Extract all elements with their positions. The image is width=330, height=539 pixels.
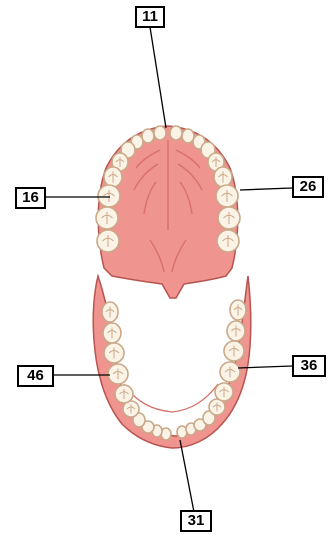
lower-right-tooth: [104, 343, 124, 363]
upper-left-tooth: [182, 129, 194, 143]
leader-line-26: [240, 188, 292, 190]
upper-right-tooth: [154, 126, 166, 140]
leader-line-11: [150, 27, 166, 128]
upper-right-tooth: [96, 207, 118, 229]
upper-right-tooth: [104, 167, 122, 187]
upper-right-tooth: [97, 230, 119, 252]
tooth-label-31: 31: [180, 510, 212, 532]
upper-left-tooth: [216, 185, 238, 207]
upper-left-tooth: [170, 126, 182, 140]
tooth-label-46: 46: [17, 365, 54, 387]
tooth-label-11: 11: [135, 6, 165, 28]
lower-right-tooth: [108, 364, 128, 384]
tooth-label-16: 16: [15, 187, 46, 209]
tooth-label-36: 36: [292, 355, 326, 377]
lower-left-tooth: [220, 362, 240, 382]
lower-arch: [93, 276, 251, 448]
upper-left-tooth: [218, 207, 240, 229]
lower-left-tooth: [224, 341, 244, 361]
upper-arch: [96, 126, 240, 298]
leader-line-31: [180, 440, 194, 512]
lower-left-tooth: [230, 300, 246, 320]
upper-left-tooth: [217, 230, 239, 252]
lower-right-tooth: [115, 385, 133, 403]
upper-left-tooth: [214, 167, 232, 187]
lower-right-tooth: [103, 323, 121, 343]
upper-right-tooth: [142, 129, 154, 143]
lower-left-tooth: [215, 383, 233, 401]
lower-right-tooth: [102, 302, 118, 322]
tooth-label-26: 26: [292, 176, 324, 198]
upper-right-tooth: [98, 185, 120, 207]
lower-left-tooth: [227, 321, 245, 341]
